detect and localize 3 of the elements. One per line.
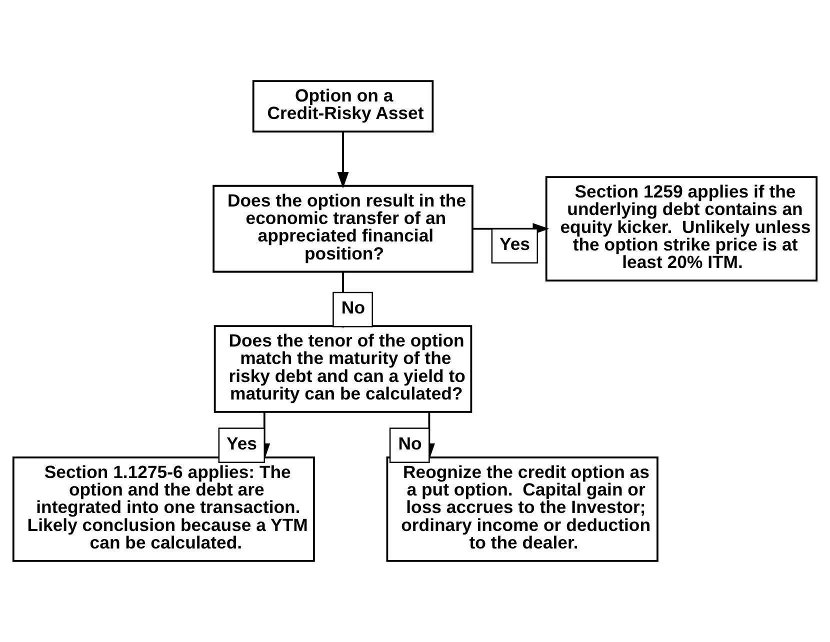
edge-label: Yes xyxy=(500,234,530,254)
edge-label: No xyxy=(398,433,422,454)
edge-label: Yes xyxy=(226,433,257,454)
